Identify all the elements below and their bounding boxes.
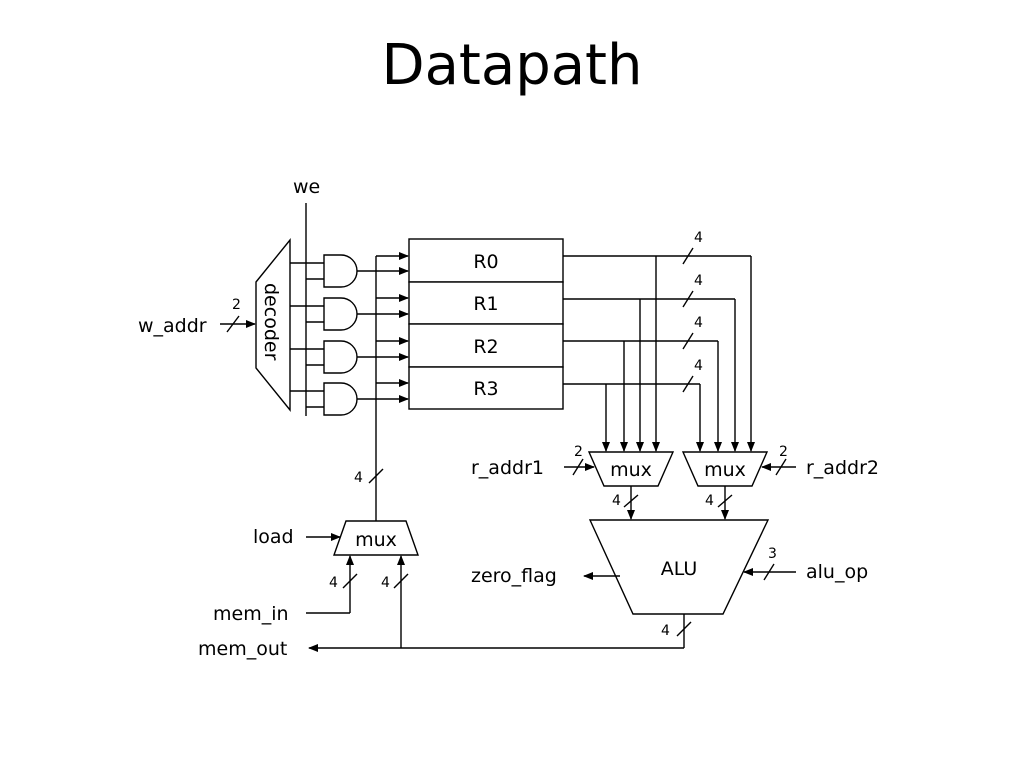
zero_flag-label: zero_flag bbox=[471, 565, 557, 587]
alu-loop-width: 4 bbox=[381, 575, 390, 591]
mux-read1 bbox=[587, 451, 675, 487]
load-mux-out-slash bbox=[368, 468, 384, 484]
mem_in-label: mem_in bbox=[213, 603, 289, 625]
mux-read2-label: mux bbox=[704, 459, 746, 481]
alu-loop-slash bbox=[393, 573, 409, 589]
and-to-register-wires bbox=[357, 267, 409, 403]
mem_in-slash bbox=[342, 573, 358, 589]
alu_op-slash bbox=[763, 563, 775, 581]
r_addr1-width: 2 bbox=[574, 444, 583, 460]
mux2-out-width: 4 bbox=[705, 493, 714, 509]
w_addr-width: 2 bbox=[232, 297, 241, 313]
load-mux-out-width: 4 bbox=[354, 470, 363, 486]
mux-load bbox=[333, 520, 419, 556]
register-r1-label: R1 bbox=[473, 293, 498, 315]
alu-out-width: 4 bbox=[661, 623, 670, 639]
decoder-label: decoder bbox=[260, 283, 282, 361]
and-gate-0 bbox=[323, 254, 358, 288]
r_addr1-label: r_addr1 bbox=[471, 457, 544, 479]
alu-output-wire bbox=[308, 614, 685, 652]
mux1-out-width: 4 bbox=[612, 493, 621, 509]
mux2-out-slash bbox=[717, 494, 733, 508]
register-r0 bbox=[408, 238, 564, 283]
register-file: R0 R1 R2 R3 bbox=[408, 238, 564, 410]
r_addr2-width: 2 bbox=[779, 444, 788, 460]
register-r2 bbox=[408, 323, 564, 368]
mem_in-width: 4 bbox=[329, 575, 338, 591]
and-gate-3 bbox=[323, 382, 358, 416]
r_addr1-slash bbox=[572, 458, 584, 476]
mem_out-label: mem_out bbox=[198, 638, 287, 660]
register-r2-label: R2 bbox=[473, 336, 498, 358]
alu_op-width: 3 bbox=[768, 546, 777, 562]
register-r3-label: R3 bbox=[473, 378, 498, 400]
r3-width: 4 bbox=[694, 358, 703, 374]
mux1-out-slash bbox=[623, 494, 639, 508]
decoder bbox=[255, 238, 291, 412]
diagram-title: Datapath bbox=[381, 33, 643, 98]
r_addr2-label: r_addr2 bbox=[806, 457, 879, 479]
register-output-wires bbox=[563, 255, 755, 452]
mem_in-wire bbox=[306, 555, 354, 614]
we-label: we bbox=[293, 176, 320, 198]
register-r3 bbox=[408, 366, 564, 410]
alu_op-label: alu_op bbox=[806, 561, 868, 583]
r_addr2-slash bbox=[775, 458, 787, 476]
and-gate-1 bbox=[323, 297, 358, 331]
mux-read1-label: mux bbox=[610, 459, 652, 481]
alu bbox=[588, 519, 770, 615]
alu-out-slash bbox=[676, 621, 692, 637]
r0-width: 4 bbox=[694, 230, 703, 246]
write-data-bus bbox=[375, 252, 409, 521]
mux-read2 bbox=[681, 451, 769, 487]
register-r0-label: R0 bbox=[473, 251, 498, 273]
decoder-outputs bbox=[290, 262, 324, 408]
load-label: load bbox=[253, 526, 294, 548]
register-output-slashes bbox=[682, 247, 694, 393]
alu-label: ALU bbox=[661, 558, 698, 580]
w_addr-bus-slash bbox=[226, 315, 240, 333]
w_addr-label: w_addr bbox=[138, 315, 207, 337]
r2-width: 4 bbox=[694, 315, 703, 331]
and-gate-2 bbox=[323, 340, 358, 374]
mux-load-label: mux bbox=[355, 529, 397, 551]
r1-width: 4 bbox=[694, 273, 703, 289]
register-r1 bbox=[408, 281, 564, 325]
